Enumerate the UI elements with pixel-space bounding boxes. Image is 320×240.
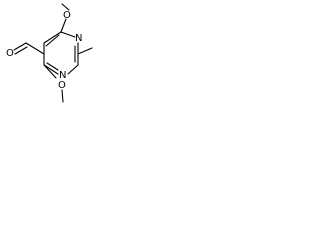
bond-o-top-c4 [60, 18, 67, 33]
bond-c4-c5-double [45, 34, 60, 47]
bond-methyl-o-top [61, 3, 70, 11]
atom-o-top: O [63, 10, 71, 21]
bond-c6-o-bottom [43, 64, 57, 79]
bond-c4-c5 [43, 31, 62, 44]
bond-c6-n1-double [46, 62, 59, 71]
atom-n-bottom: N [59, 70, 66, 81]
atom-o-bottom: O [58, 80, 66, 91]
atom-n-top: N [75, 33, 82, 44]
bond-cho-o-double [14, 46, 28, 55]
bond-o-bottom-methyl [61, 89, 64, 103]
bond-n3-c4 [60, 31, 76, 38]
atom-labels: O N O N O [6, 10, 82, 91]
bond-c6-n1 [43, 64, 59, 75]
molecule-structure-diagram: O N O N O [6, 3, 93, 103]
bond-c2-methyl [77, 47, 93, 55]
atom-o-aldehyde: O [6, 48, 14, 59]
bond-n1-c2 [67, 64, 79, 75]
bond-c5-cho [25, 42, 45, 55]
bonds [13, 3, 93, 103]
bond-cho-o [13, 42, 27, 51]
